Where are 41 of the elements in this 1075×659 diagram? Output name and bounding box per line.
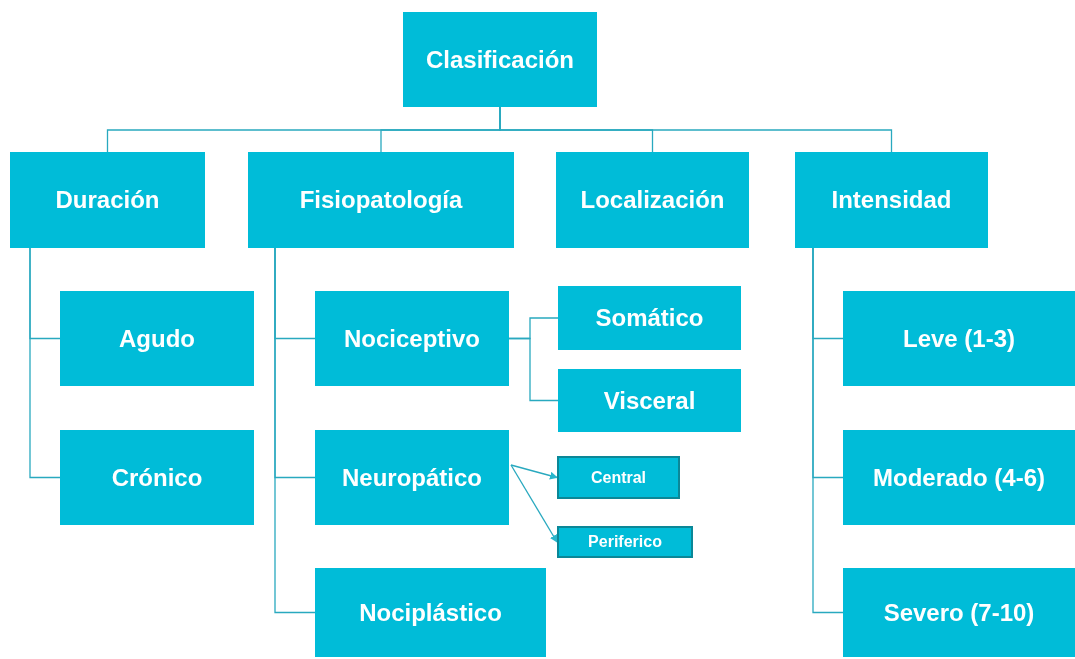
category-box xyxy=(843,430,1075,525)
category-box xyxy=(403,12,597,107)
category-box xyxy=(556,152,749,248)
box-label: Leve (1-3) xyxy=(902,323,1015,354)
category-box xyxy=(60,291,254,386)
category-box xyxy=(558,286,741,350)
box-label: Localización xyxy=(580,185,725,215)
category-box xyxy=(843,291,1075,386)
category-box xyxy=(315,291,509,386)
box-label: Intensidad xyxy=(831,185,952,215)
box-label: Clasificación xyxy=(425,44,575,75)
box-label: Agudo xyxy=(119,323,195,354)
box-label: Somático xyxy=(595,303,704,333)
category-box xyxy=(315,430,509,525)
box-label: Neuropático xyxy=(342,462,482,493)
category-box xyxy=(795,152,988,248)
category-box xyxy=(557,456,680,499)
box-label: Nociceptivo xyxy=(344,323,480,354)
category-box xyxy=(843,568,1075,657)
arrow xyxy=(510,464,558,480)
connector-line xyxy=(499,106,893,153)
category-box xyxy=(557,526,693,558)
category-box xyxy=(558,369,741,432)
connector-line xyxy=(274,247,316,614)
connector-line xyxy=(812,247,844,614)
category-box xyxy=(10,152,205,248)
category-box xyxy=(248,152,514,248)
box-label: Moderado (4-6) xyxy=(873,462,1045,493)
category-box xyxy=(60,430,254,525)
box-label: Crónico xyxy=(111,462,203,493)
category-box xyxy=(315,568,546,657)
box-label: Duración xyxy=(55,185,160,215)
arrow xyxy=(510,464,558,543)
box-label: Visceral xyxy=(603,385,696,416)
box-label: Nociplástico xyxy=(359,597,502,628)
box-label: Fisiopatología xyxy=(299,185,463,215)
box-label: Periferico xyxy=(588,532,662,552)
connector-line xyxy=(29,247,61,479)
box-label: Severo (7-10) xyxy=(883,597,1035,628)
box-label: Central xyxy=(590,467,647,488)
connector-line xyxy=(508,337,559,402)
